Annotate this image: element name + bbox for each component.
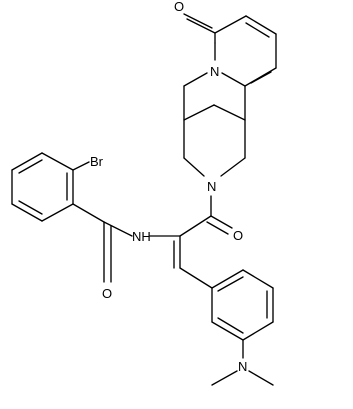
- benzamide-oxygen-label: O: [102, 286, 112, 301]
- dimethylaminophenyl-group: [211, 269, 274, 386]
- enamide-chain: [149, 195, 233, 289]
- pyridinone-ring: [183, 13, 277, 87]
- bicyclic-ring: [183, 72, 246, 177]
- dimethylamino-nitrogen-label: N: [238, 359, 247, 374]
- ketone-oxygen-label: O: [174, 0, 184, 14]
- bromobenzamide-group: [11, 152, 133, 283]
- pyridinone-nitrogen-label: N: [210, 64, 219, 79]
- amide-nitrogen-label: NH: [132, 229, 151, 244]
- bromine-label: Br: [90, 154, 104, 169]
- bicyclic-nitrogen-label: N: [207, 179, 216, 194]
- amide-carbonyl-oxygen-label: O: [233, 228, 243, 243]
